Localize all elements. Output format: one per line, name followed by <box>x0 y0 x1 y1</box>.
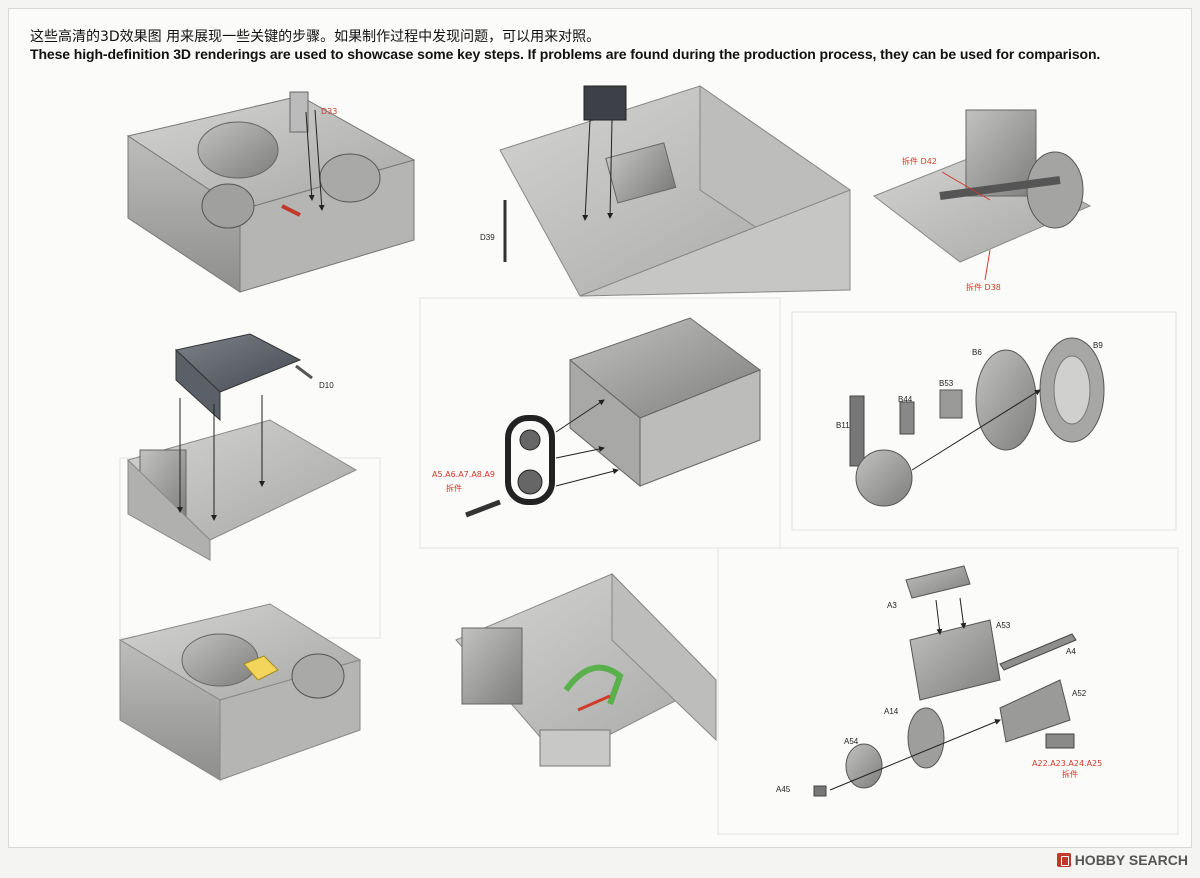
label-b9: B9 <box>1093 341 1103 350</box>
render-transmission <box>872 109 1092 281</box>
render-hull-interior <box>499 85 852 297</box>
label-a4: A4 <box>1066 647 1076 656</box>
label-d39: D39 <box>480 233 495 242</box>
label-b53: B53 <box>939 379 954 388</box>
label-b11: B11 <box>836 421 850 430</box>
label-a45: A45 <box>776 785 791 794</box>
label-a14: A14 <box>884 707 899 716</box>
label-a3: A3 <box>887 601 897 610</box>
hobby-search-logo-icon <box>1056 853 1071 867</box>
label-a-group: A5.A6.A7.A8.A9 <box>432 470 495 479</box>
render-engine-pulleys <box>465 317 762 518</box>
render-hull-floor <box>455 572 717 767</box>
label-b6: B6 <box>972 348 982 357</box>
render-final-drive <box>849 337 1105 507</box>
render-gearbox-exploded <box>813 565 1077 797</box>
watermark-text: HOBBY SEARCH <box>1074 852 1188 868</box>
label-a54: A54 <box>844 737 859 746</box>
label-a-group-note: 拆件 <box>446 483 462 493</box>
label-a52: A52 <box>1072 689 1087 698</box>
header-chinese: 这些高清的3D效果图 用来展现一些关键的步骤。如果制作过程中发现问题，可以用来对… <box>30 29 601 45</box>
render-engine-bay-2 <box>118 603 362 781</box>
label-a53: A53 <box>996 621 1011 630</box>
label-a22-note: 拆件 <box>1062 769 1078 779</box>
label-b44: B44 <box>898 395 913 404</box>
hobby-search-watermark: HOBBY SEARCH <box>1056 852 1188 868</box>
label-d38: 拆件 D38 <box>966 282 1001 292</box>
label-d33: D33 <box>321 107 337 116</box>
render-engine-installation <box>127 333 358 561</box>
label-a22-group: A22.A23.A24.A25 <box>1032 759 1102 768</box>
render-engine-bay-1 <box>126 91 416 293</box>
header-english: These high-definition 3D renderings are … <box>30 46 1101 62</box>
label-d10: D10 <box>319 381 334 390</box>
label-d42: 拆件 D42 <box>902 156 937 166</box>
